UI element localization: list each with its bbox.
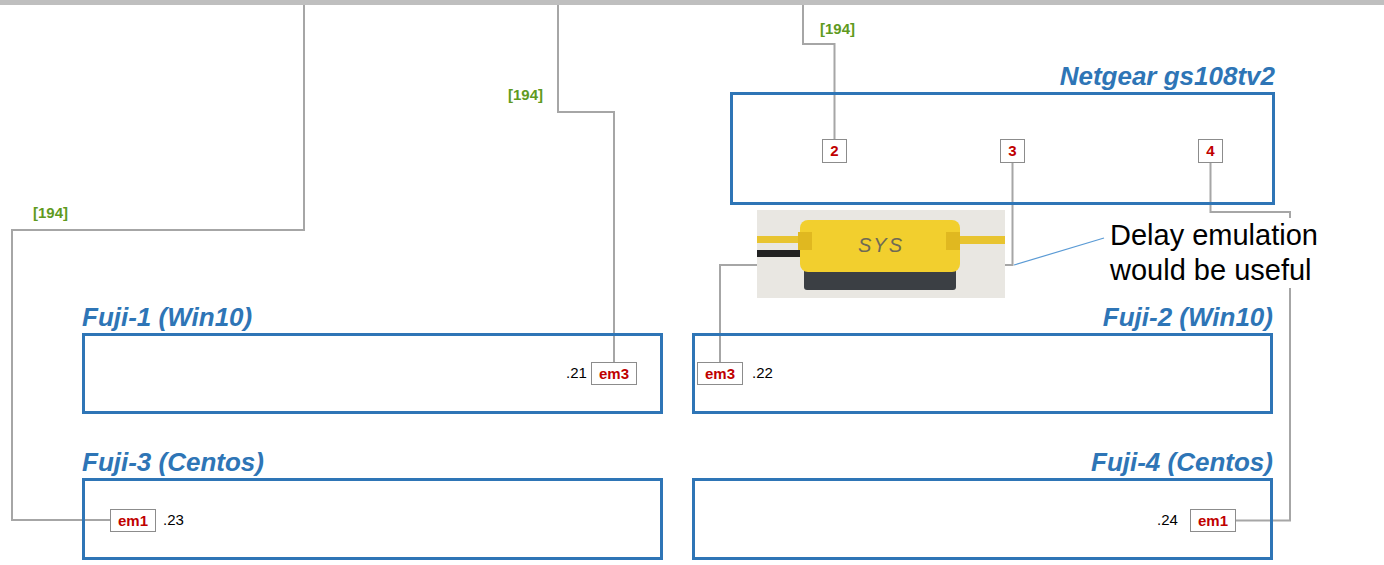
host-box: Fuji-4 (Centos).24em1 [692,478,1273,560]
top-bar [0,0,1384,5]
plug [946,232,960,250]
port-box: 3 [1000,139,1025,163]
plug [798,232,812,250]
ip-suffix: .23 [163,511,184,529]
port-name: em1 [118,512,148,530]
cable-number: [194] [508,86,543,104]
port-name: 3 [1008,142,1016,160]
ip-suffix: .21 [566,364,587,382]
host-box: Fuji-2 (Win10).22em3 [692,333,1273,414]
leader-line [1014,238,1104,265]
port-name: em1 [1198,512,1228,530]
cable-number: [194] [820,20,855,38]
interface-box: em3 [697,362,743,385]
device-logo: SYS [858,234,904,256]
note-text: Delay emulation would be useful [1108,218,1377,288]
port-box: 4 [1198,139,1223,163]
port-box: 2 [822,139,847,163]
box-title: Fuji-4 (Centos) [1091,447,1273,477]
black-cable [757,250,805,257]
device-case [800,220,960,272]
switch-box: Netgear gs108tv2234 [730,92,1275,205]
ip-suffix: .24 [1157,511,1178,529]
interface-box: em3 [591,362,637,385]
cable-line [12,5,304,520]
cable-line [558,5,614,362]
cable-number: [194] [33,204,68,222]
port-name: em3 [705,365,735,383]
port-name: 2 [830,142,838,160]
photo-ground [757,210,1005,298]
host-box: Fuji-3 (Centos).23em1 [82,478,663,560]
interface-box: em1 [110,509,156,532]
port-name: 4 [1206,142,1214,160]
host-box: Fuji-1 (Win10).21em3 [82,333,663,414]
box-title: Fuji-3 (Centos) [82,447,264,477]
interface-box: em1 [1190,509,1236,532]
box-title: Netgear gs108tv2 [1060,61,1275,91]
box-title: Fuji-1 (Win10) [82,302,252,332]
port-name: em3 [599,365,629,383]
box-title: Fuji-2 (Win10) [1103,302,1273,332]
ip-suffix: .22 [752,364,773,382]
